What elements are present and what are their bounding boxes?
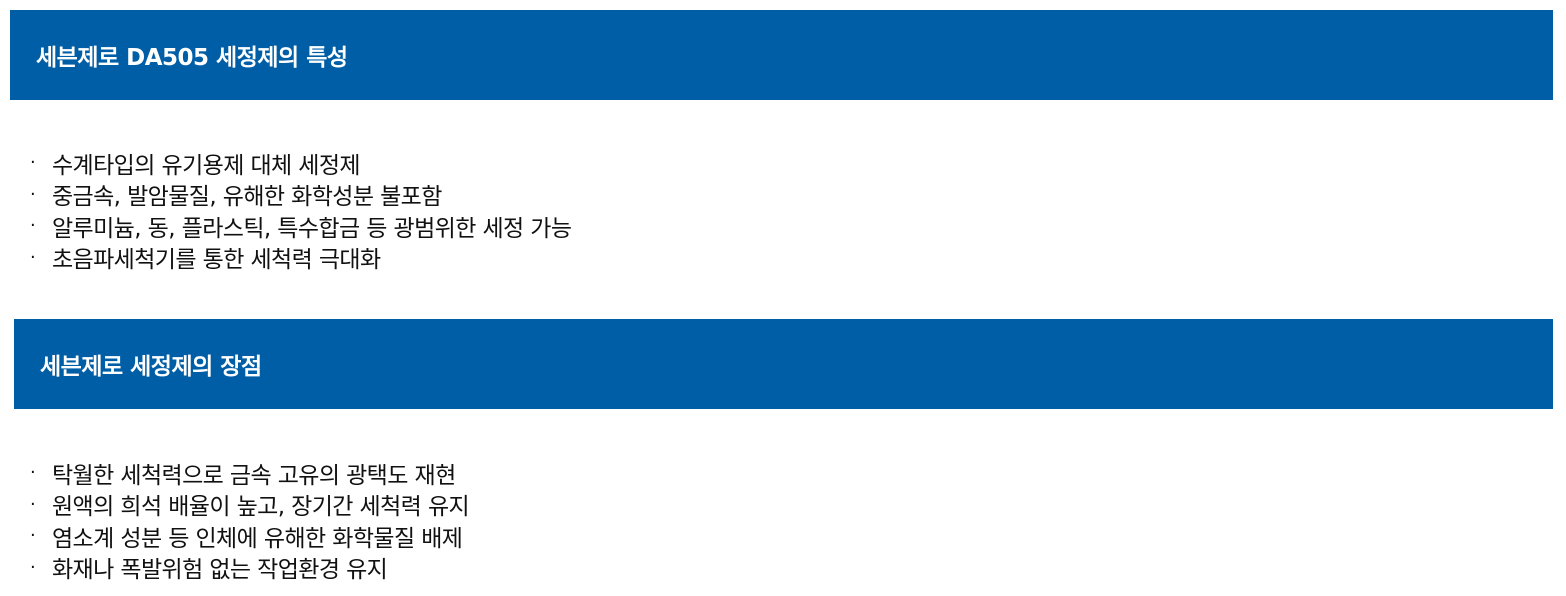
features-section-header: 세븐제로 DA505 세정제의 특성 <box>10 10 1553 100</box>
list-item-text: 염소계 성분 등 인체에 유해한 화학물질 배제 <box>52 525 463 552</box>
advantages-list: · 탁월한 세척력으로 금속 고유의 광택도 재현 · 원액의 희석 배율이 높고,… <box>30 457 470 584</box>
features-section-title: 세븐제로 DA505 세정제의 특성 <box>36 45 348 71</box>
list-item: · 알루미늄, 동, 플라스틱, 특수합금 등 광범위한 세정 가능 <box>30 210 572 242</box>
list-item-text: 화재나 폭발위험 없는 작업환경 유지 <box>52 557 388 584</box>
list-item: · 수계타입의 유기용제 대체 세정제 <box>30 147 571 179</box>
list-item: · 염소계 성분 등 인체에 유해한 화학물질 배제 <box>30 520 469 552</box>
advantages-section-title: 세븐제로 세정제의 장점 <box>40 354 262 380</box>
list-item-text: 중금속, 발암물질, 유해한 화학성분 불포함 <box>52 184 442 211</box>
list-item: · 탁월한 세척력으로 금속 고유의 광택도 재현 <box>30 457 469 489</box>
list-item-text: 알루미늄, 동, 플라스틱, 특수합금 등 광범위한 세정 가능 <box>52 215 572 242</box>
list-item: · 원액의 희석 배율이 높고, 장기간 세척력 유지 <box>30 489 470 521</box>
bullet-icon: · <box>30 462 36 484</box>
bullet-icon: · <box>30 215 36 237</box>
features-list: · 수계타입의 유기용제 대체 세정제 · 중금속, 발암물질, 유해한 화학성분 … <box>30 147 572 274</box>
bullet-icon: · <box>30 525 36 547</box>
bullet-icon: · <box>30 152 36 174</box>
list-item-text: 초음파세척기를 통한 세척력 극대화 <box>52 247 381 274</box>
list-item: · 중금속, 발암물질, 유해한 화학성분 불포함 <box>30 179 571 211</box>
list-item: · 초음파세척기를 통한 세척력 극대화 <box>30 242 571 274</box>
list-item-text: 수계타입의 유기용제 대체 세정제 <box>52 152 361 179</box>
advantages-section-header: 세븐제로 세정제의 장점 <box>14 319 1553 409</box>
list-item-text: 탁월한 세척력으로 금속 고유의 광택도 재현 <box>52 462 456 489</box>
bullet-icon: · <box>30 556 36 578</box>
bullet-icon: · <box>30 183 36 205</box>
list-item: · 화재나 폭발위험 없는 작업환경 유지 <box>30 552 469 584</box>
list-item-text: 원액의 희석 배율이 높고, 장기간 세척력 유지 <box>52 494 470 521</box>
bullet-icon: · <box>30 493 36 515</box>
bullet-icon: · <box>30 246 36 268</box>
